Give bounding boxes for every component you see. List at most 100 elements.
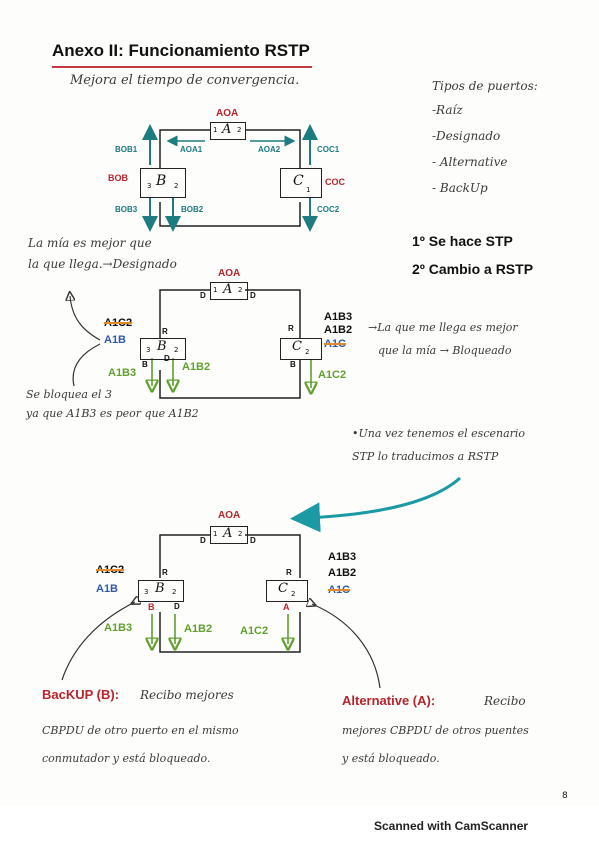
d3-down-right: A1C2 bbox=[240, 625, 269, 637]
d2-b-name: B bbox=[157, 339, 167, 354]
d3-b-name: B bbox=[155, 581, 165, 596]
d1-c-name: C bbox=[293, 173, 304, 189]
d2-switch-b bbox=[140, 338, 186, 360]
diagram-lines bbox=[52, 66, 462, 689]
d3-right-label-2: A1B2 bbox=[328, 567, 357, 579]
page-title: Anexo II: Funcionamiento RSTP bbox=[52, 41, 310, 60]
d1-aoa2: AOA2 bbox=[258, 145, 281, 154]
d3-switch-b bbox=[138, 580, 184, 602]
d2-down-left: A1B3 bbox=[108, 367, 137, 379]
d2-b-right-role: D bbox=[164, 354, 170, 363]
d2-a-port-right: 2 bbox=[238, 286, 243, 294]
port-type-alternative: - Alternative bbox=[432, 155, 508, 169]
d3-down-mid: A1B2 bbox=[184, 623, 213, 635]
d2-link-bc bbox=[159, 360, 301, 399]
d1-link-ac bbox=[245, 129, 301, 168]
d2-right-label-1: A1B3 bbox=[324, 311, 353, 323]
d1-aoa1: AOA1 bbox=[180, 145, 203, 154]
d2-link-ac bbox=[245, 289, 301, 338]
d3-c-root: R bbox=[286, 568, 292, 577]
d1-a-port-right: 2 bbox=[237, 126, 242, 134]
d2-up-curve bbox=[70, 296, 101, 341]
d2-a-role-right: D bbox=[250, 291, 256, 300]
port-type-designated: -Designado bbox=[432, 129, 501, 143]
backup-text-2: CBPDU de otro puerto en el mismo bbox=[42, 724, 239, 737]
d3-b-port-right: 2 bbox=[172, 588, 177, 596]
d3-a-role-right: D bbox=[250, 536, 256, 545]
d2-down-mid: A1B2 bbox=[182, 361, 211, 373]
d2-switch-a bbox=[210, 282, 248, 300]
d3-link-ac bbox=[245, 534, 301, 578]
d2-c-bottom-role: B bbox=[290, 360, 296, 369]
backup-title: BacKUP (B): bbox=[42, 687, 120, 702]
d2-a-role-left: D bbox=[200, 291, 206, 300]
backup-curve bbox=[61, 602, 135, 681]
page-subtitle: Mejora el tiempo de convergencia. bbox=[70, 73, 300, 88]
d2-b-port-left: 3 bbox=[146, 346, 151, 354]
d3-link-ab bbox=[159, 534, 210, 578]
d2-c-root: R bbox=[288, 324, 294, 333]
d2-right-label-2: A1B2 bbox=[324, 324, 353, 336]
d3-b-right-role: D bbox=[174, 602, 180, 611]
d3-aoa-label: AOA bbox=[218, 510, 241, 521]
d2-aoa-label: AOA bbox=[218, 268, 241, 279]
d2-b-root: R bbox=[162, 327, 168, 336]
d1-coc1: COC1 bbox=[317, 145, 340, 154]
d2-down-right: A1C2 bbox=[318, 369, 347, 381]
step-1: 1º Se hace STP bbox=[412, 233, 513, 249]
d1-bob1: BOB1 bbox=[115, 145, 138, 154]
d3-down-left: A1B3 bbox=[104, 622, 133, 634]
d1-coc2: COC2 bbox=[317, 205, 340, 214]
d3-switch-a bbox=[210, 526, 248, 544]
note-left-line1: La mía es mejor que bbox=[28, 236, 152, 250]
note-bottom-left-line2: ya que A1B3 es peor que A1B2 bbox=[26, 407, 199, 420]
scenario-note-line1: •Una vez tenemos el escenario bbox=[352, 427, 526, 440]
d1-link-bc bbox=[159, 202, 301, 227]
d2-b-left-role: B bbox=[142, 360, 148, 369]
d2-b-port-right: 2 bbox=[174, 346, 179, 354]
page-number: 8 bbox=[562, 791, 568, 801]
d3-left-label: A1B bbox=[96, 583, 119, 595]
step-2: 2º Cambio a RSTP bbox=[412, 261, 534, 277]
d2-c-port: 2 bbox=[305, 348, 310, 356]
d2-c-name: C bbox=[292, 339, 302, 354]
d3-a-port-left: 1 bbox=[213, 530, 218, 538]
d1-bob-label: BOB bbox=[108, 173, 128, 183]
scenario-note-line2: STP lo traducimos a RSTP bbox=[352, 450, 499, 463]
d3-c-port: 2 bbox=[291, 590, 296, 598]
d3-a-role-left: D bbox=[200, 536, 206, 545]
scenario-arrow bbox=[290, 476, 462, 533]
alternative-text-3: y está bloqueado. bbox=[342, 752, 440, 765]
notebook-page: Anexo II: Funcionamiento RSTP Mejora el … bbox=[26, 41, 568, 801]
d2-switch-c bbox=[280, 338, 322, 360]
d1-switch-a bbox=[210, 122, 246, 140]
scanner-watermark: Scanned with CamScanner bbox=[374, 819, 529, 833]
d2-a-name: A bbox=[223, 282, 233, 297]
d1-link-ab bbox=[159, 129, 210, 168]
d1-a-name: A bbox=[222, 122, 232, 137]
d2-link-ab bbox=[159, 289, 210, 338]
d1-a-port-left: 1 bbox=[213, 126, 218, 134]
d2-left-label: A1B bbox=[104, 334, 127, 346]
note-right-line2: que la mía → Bloqueado bbox=[378, 344, 512, 357]
d1-c-port: 1 bbox=[306, 186, 311, 194]
d3-b-port-left: 3 bbox=[144, 588, 149, 596]
alternative-curve bbox=[312, 604, 381, 689]
alternative-text-2: mejores CBPDU de otros puentes bbox=[342, 724, 529, 737]
d3-switch-c bbox=[266, 580, 308, 602]
d1-bob2: BOB2 bbox=[181, 205, 204, 214]
port-type-backup: - BackUp bbox=[432, 181, 488, 195]
d1-bob3: BOB3 bbox=[115, 205, 138, 214]
d3-c-name: C bbox=[278, 581, 288, 596]
d3-a-name: A bbox=[223, 526, 233, 541]
alternative-title: Alternative (A): bbox=[342, 693, 436, 708]
d1-b-port-left: 3 bbox=[147, 182, 152, 190]
backup-text-1: Recibo mejores bbox=[140, 688, 234, 702]
d1-coc-label: COC bbox=[325, 177, 345, 187]
d3-c-bottom-role: A bbox=[283, 602, 290, 612]
d3-b-left-role: B bbox=[148, 602, 155, 612]
d3-left-label-struck: A1C2 bbox=[96, 564, 125, 576]
note-bottom-left-line1: Se bloquea el 3 bbox=[26, 388, 112, 401]
backup-text-3: conmutador y está bloqueado. bbox=[42, 752, 211, 765]
d2-down-curve bbox=[72, 343, 101, 387]
